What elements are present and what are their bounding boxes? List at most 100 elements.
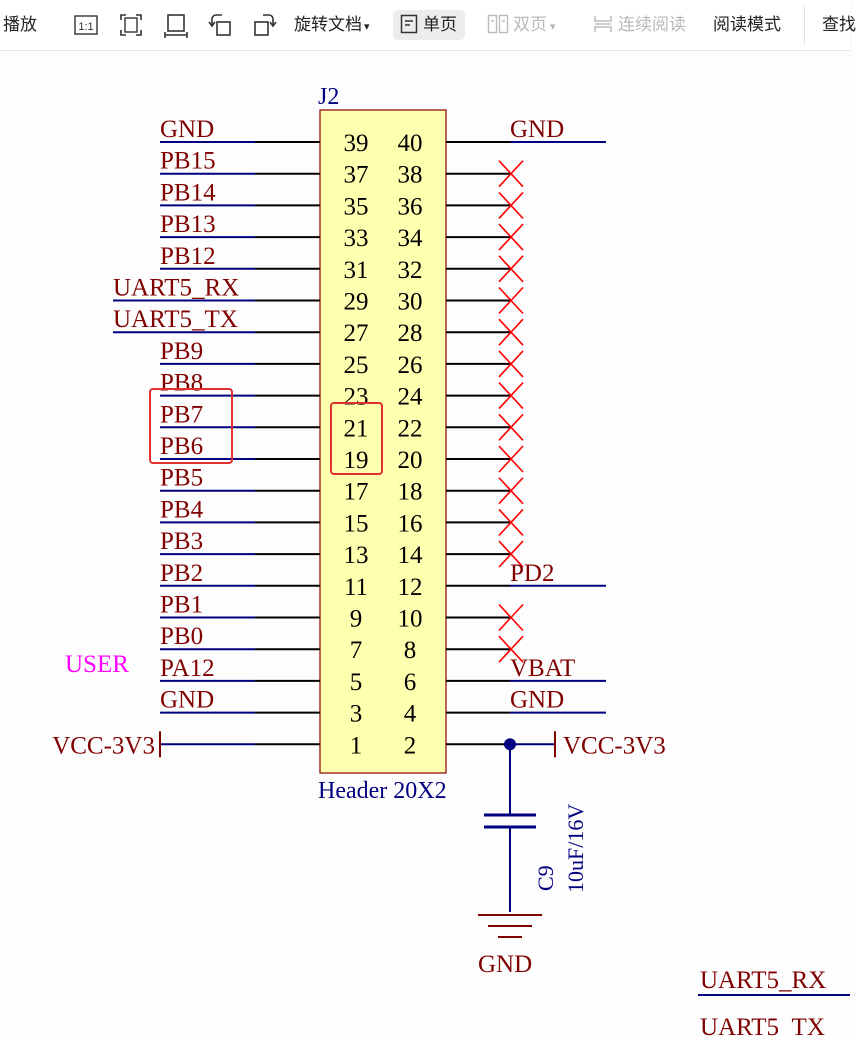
- pin-number-right: 34: [398, 225, 424, 252]
- corner-net-label: UART5_RX: [700, 967, 826, 994]
- play-button[interactable]: 播放: [3, 15, 37, 34]
- pin-number-left: 17: [344, 479, 369, 506]
- net-label-left: PB5: [160, 465, 203, 492]
- actual-size-icon: 1:1: [74, 15, 98, 35]
- pin-number-right: 28: [398, 320, 423, 347]
- toolbar: 播放 1:1 旋转文档▾: [0, 0, 856, 51]
- fit-page-icon: [120, 14, 142, 36]
- find-button[interactable]: 查找: [822, 15, 856, 34]
- net-label-left: PB6: [160, 433, 203, 460]
- pin-number-left: 15: [344, 510, 369, 537]
- no-connect-mark: [498, 508, 524, 536]
- no-connect-mark: [498, 540, 524, 568]
- net-label-right: PD2: [510, 560, 554, 587]
- net-label-right: GND: [510, 116, 564, 143]
- fit-width-icon: [164, 14, 188, 38]
- net-label-left: PB2: [160, 560, 203, 587]
- corner-net-label: UART5_TX: [700, 1014, 825, 1037]
- actual-size-button[interactable]: 1:1: [72, 11, 100, 39]
- no-connect-mark: [498, 635, 524, 663]
- pin-number-left: 13: [344, 542, 369, 569]
- component-part: Header 20X2: [318, 778, 447, 804]
- pin-number-left: 27: [344, 320, 369, 347]
- net-label-left: UART5_TX: [113, 306, 238, 333]
- pin-number-right: 4: [404, 701, 417, 728]
- gnd-label: GND: [478, 951, 532, 978]
- svg-text:1:1: 1:1: [78, 21, 93, 33]
- no-connect-mark: [498, 191, 524, 219]
- net-label-right: VBAT: [510, 655, 575, 682]
- component-ref: J2: [318, 84, 339, 110]
- pin-number-right: 12: [398, 574, 423, 601]
- no-connect-mark: [498, 603, 524, 632]
- net-label-left: UART5_RX: [113, 275, 239, 302]
- net-label-left: PB4: [160, 496, 204, 523]
- pin-number-right: 14: [398, 542, 424, 569]
- header-body: [319, 109, 447, 774]
- fit-width-button[interactable]: [162, 11, 190, 39]
- rotate-left-button[interactable]: [207, 11, 235, 39]
- pin-number-right: 24: [398, 384, 424, 411]
- net-label-left: PB3: [160, 528, 203, 555]
- no-connect-mark: [498, 160, 524, 188]
- single-page-icon: [400, 14, 418, 34]
- continuous-reading-label: 连续阅读: [618, 15, 686, 34]
- net-label-left: PB14: [160, 179, 216, 206]
- reading-mode-button[interactable]: 阅读模式: [713, 15, 781, 34]
- no-connect-mark: [498, 477, 524, 505]
- toolbar-divider: [804, 6, 805, 44]
- single-page-button[interactable]: 单页: [393, 10, 465, 40]
- pin-number-right: 30: [398, 289, 423, 316]
- no-connect-mark: [498, 223, 524, 251]
- rotate-document-menu[interactable]: 旋转文档▾: [294, 10, 370, 40]
- pin-number-left: 33: [344, 225, 369, 252]
- pin-number-right: 8: [404, 637, 417, 664]
- pin-number-right: 6: [404, 669, 417, 696]
- fit-page-button[interactable]: [117, 11, 145, 39]
- pin-number-right: 32: [398, 257, 423, 284]
- pin-number-right: 40: [398, 130, 423, 157]
- pin-number-right: 2: [404, 732, 417, 759]
- no-connect-mark: [498, 350, 524, 378]
- vcc-label-left: VCC-3V3: [52, 732, 155, 759]
- chevron-down-icon: ▾: [364, 21, 370, 33]
- pin-number-left: 7: [350, 637, 363, 664]
- pin-number-left: 5: [350, 669, 363, 696]
- pin-number-right: 36: [398, 193, 423, 220]
- pin-number-left: 25: [344, 352, 369, 379]
- pin-number-left: 31: [344, 257, 369, 284]
- cap-ref: C9: [533, 865, 558, 891]
- net-label-left: PB7: [160, 401, 203, 428]
- net-label-left: GND: [160, 116, 214, 143]
- rotate-left-icon: [208, 14, 231, 36]
- pin-number-right: 38: [398, 162, 423, 189]
- pin-number-left: 37: [344, 162, 369, 189]
- net-label-left: PB13: [160, 211, 216, 238]
- no-connect-mark: [498, 413, 524, 441]
- pin-number-left: 21: [344, 415, 369, 442]
- pin-number-right: 10: [398, 606, 423, 633]
- no-connect-mark: [498, 382, 524, 410]
- no-connect-mark: [498, 445, 524, 473]
- rotate-document-label: 旋转文档: [294, 15, 362, 34]
- cap-value: 10uF/16V: [563, 804, 588, 893]
- rotate-right-button[interactable]: [251, 11, 279, 39]
- no-connect-mark: [498, 318, 524, 346]
- net-label-left: PB1: [160, 592, 203, 619]
- pin-number-left: 11: [344, 574, 368, 601]
- chevron-down-icon: ▾: [550, 21, 556, 33]
- net-label-left: PB12: [160, 243, 216, 270]
- single-page-label: 单页: [423, 15, 457, 34]
- pin-number-left: 1: [350, 732, 363, 759]
- double-page-button[interactable]: 双页▾: [487, 10, 556, 40]
- pin-number-right: 22: [398, 415, 423, 442]
- pin-number-right: 20: [398, 447, 423, 474]
- double-page-label: 双页: [513, 15, 547, 34]
- pin-number-left: 23: [344, 384, 369, 411]
- continuous-reading-button[interactable]: 连续阅读: [592, 10, 686, 40]
- continuous-reading-icon: [594, 16, 612, 32]
- pin-number-left: 9: [350, 606, 363, 633]
- net-label-left: PA12: [160, 655, 215, 682]
